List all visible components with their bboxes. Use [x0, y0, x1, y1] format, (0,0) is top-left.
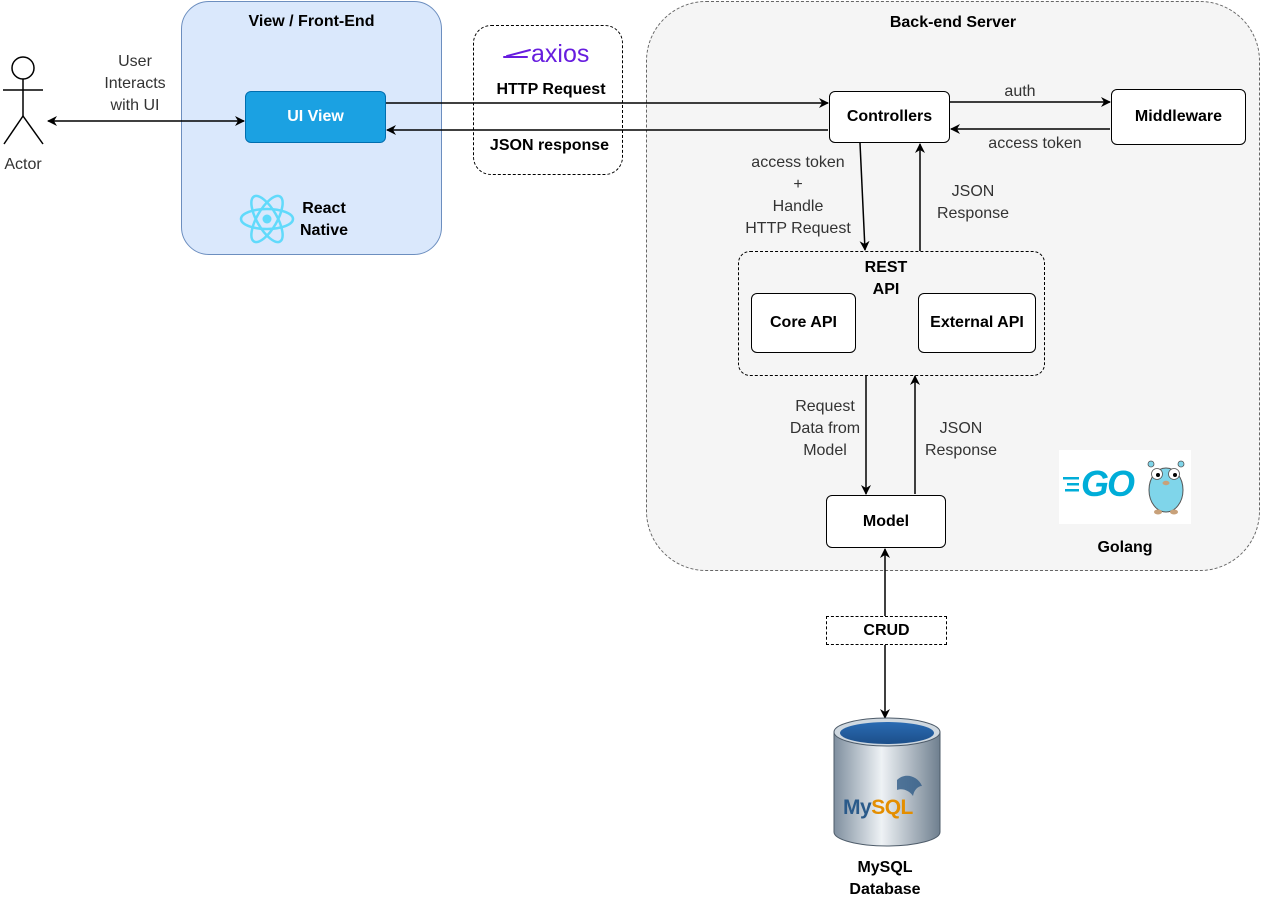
backend-title: Back-end Server	[889, 14, 1017, 31]
api-to-model-line3: Model	[803, 442, 847, 459]
model-to-api-line1: JSON	[939, 420, 983, 437]
ctrl-to-api-line1: access token	[751, 154, 845, 171]
go-logo-text: GO	[1081, 463, 1135, 504]
database-label: MySQL Database	[825, 857, 945, 901]
api-to-ctrl-label: JSON Response	[930, 181, 1016, 225]
http-request-label: HTTP Request	[496, 81, 606, 98]
user-interaction-label: User Interacts with UI	[95, 51, 175, 117]
api-to-ctrl-line2: Response	[936, 205, 1010, 222]
model-box[interactable]: Model	[826, 495, 946, 548]
rest-api-line1: REST	[864, 259, 908, 276]
controllers-box[interactable]: Controllers	[829, 91, 950, 143]
axios-logo-icon	[503, 49, 531, 58]
ctrl-to-api-line4: HTTP Request	[745, 220, 851, 237]
react-native-line2: Native	[299, 222, 349, 239]
actor-icon	[3, 56, 44, 145]
model-to-api-line2: Response	[924, 442, 998, 459]
axios-container	[473, 25, 623, 175]
database-label-line2: Database	[849, 881, 921, 898]
api-to-model-line2: Data from	[789, 420, 861, 437]
database-icon	[833, 717, 941, 847]
gopher-icon	[1059, 450, 1191, 524]
mysql-logo-text: MySQL	[843, 796, 913, 819]
rest-api-line2: API	[872, 281, 900, 298]
auth-label: auth	[1004, 83, 1036, 100]
external-api-box[interactable]: External API	[918, 293, 1036, 353]
react-native-label: React Native	[288, 198, 360, 242]
api-to-model-label: Request Data from Model	[780, 396, 870, 462]
middleware-box[interactable]: Middleware	[1111, 89, 1246, 145]
ctrl-to-api-label: access token + Handle HTTP Request	[733, 152, 863, 240]
ctrl-to-api-arrow	[859, 142, 870, 251]
core-api-box[interactable]: Core API	[751, 293, 856, 353]
actor-label: Actor	[4, 156, 42, 173]
json-response-label: JSON response	[489, 137, 610, 154]
api-to-ctrl-line1: JSON	[951, 183, 995, 200]
golang-label: Golang	[1097, 539, 1153, 556]
react-logo-icon	[239, 194, 295, 244]
axios-logo-text: axios	[531, 40, 590, 68]
database-label-line1: MySQL	[857, 859, 913, 876]
user-interaction-line2: Interacts	[104, 75, 166, 92]
api-to-model-line1: Request	[795, 398, 855, 415]
ctrl-to-api-line2: +	[793, 176, 803, 193]
rest-api-label: REST API	[846, 257, 926, 301]
react-native-line1: React	[302, 200, 346, 217]
user-interaction-line1: User	[118, 53, 152, 70]
ctrl-to-api-line3: Handle	[772, 198, 824, 215]
frontend-title: View / Front-End	[248, 13, 375, 30]
model-to-api-label: JSON Response	[918, 418, 1004, 462]
rest-api-container	[738, 251, 1045, 376]
ui-view-box[interactable]: UI View	[245, 91, 386, 143]
access-token-label: access token	[988, 135, 1082, 152]
user-interaction-line3: with UI	[110, 97, 160, 114]
crud-label: CRUD	[826, 616, 947, 645]
